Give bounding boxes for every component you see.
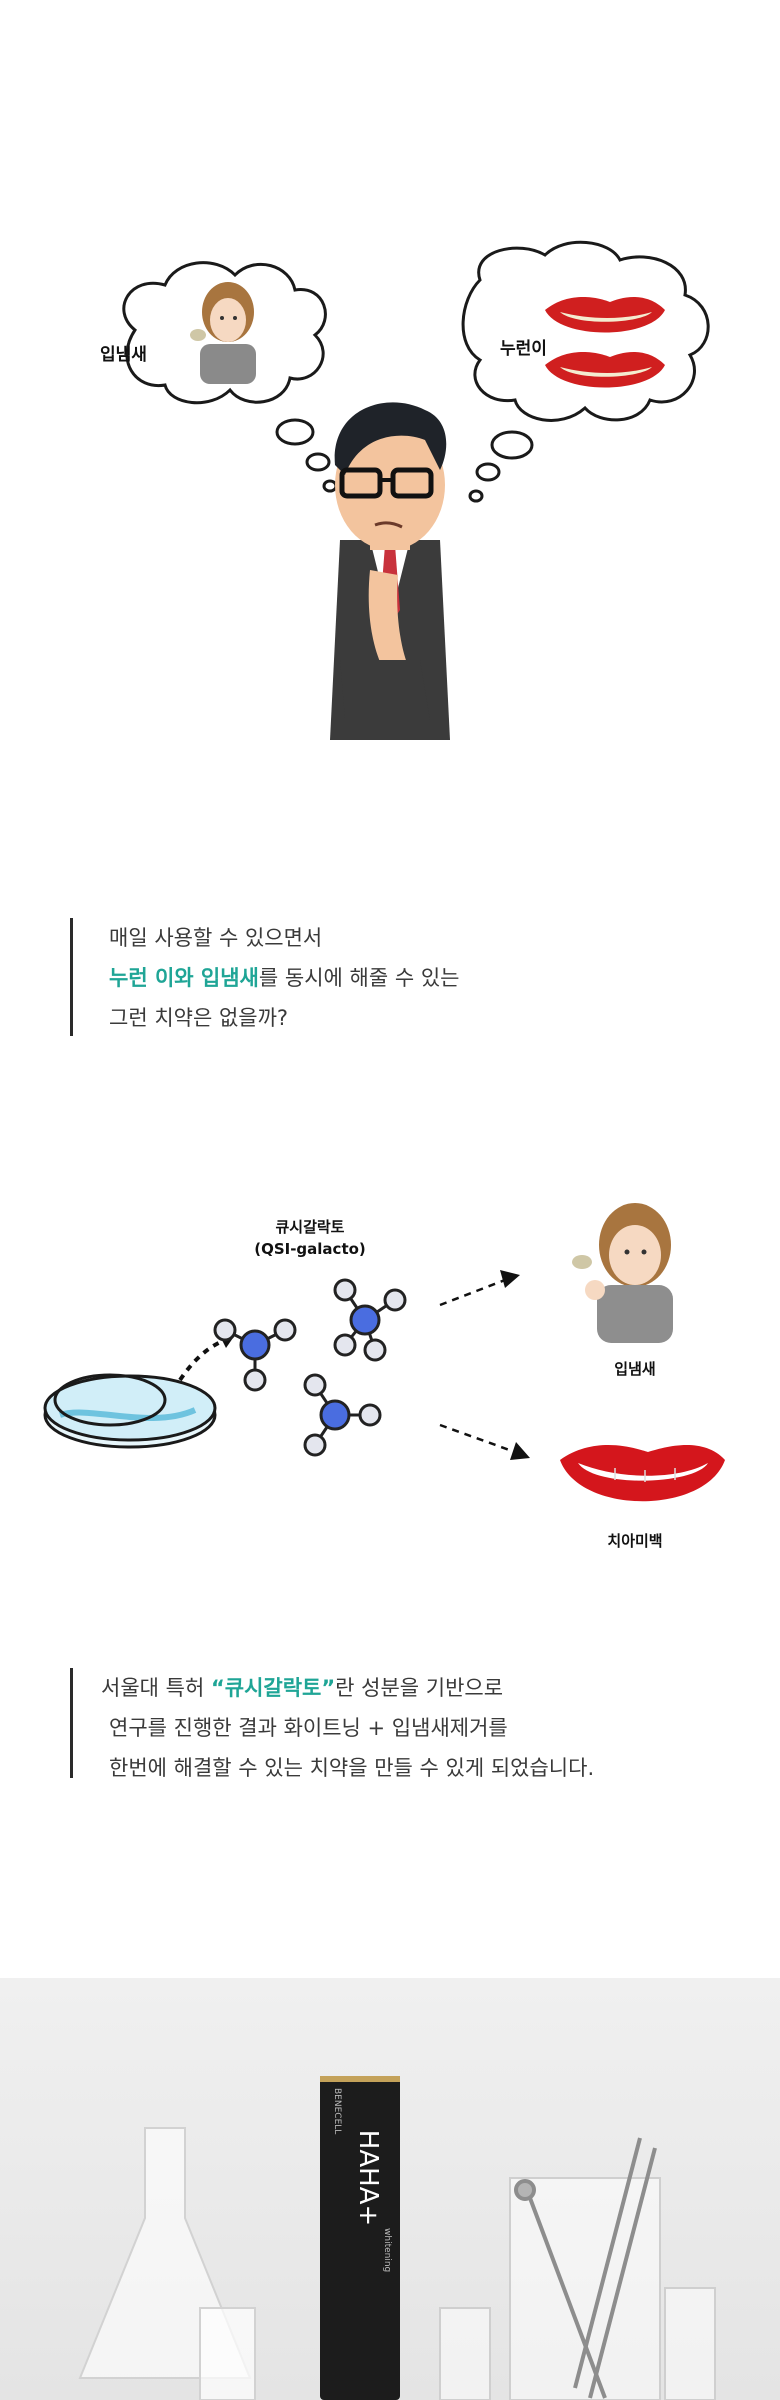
- product-brand-text: BENECELL: [332, 2088, 342, 2134]
- quote1-line2-rest: 를 동시에 해줄 수 있는: [258, 966, 460, 990]
- bubble-left-label: 입냄새: [100, 345, 147, 365]
- molecule-icon: [213, 1318, 297, 1392]
- molecule-icon: [303, 1373, 382, 1457]
- flask-icon: [78, 2127, 256, 2400]
- arrow-icon: [439, 1270, 520, 1307]
- quote2-line1: 서울대 특허 “큐시갈락토”란 성분을 기반으로: [101, 1668, 594, 1708]
- quote1-line2: 누런 이와 입냄새를 동시에 해줄 수 있는: [109, 958, 459, 998]
- compound-name-label: 큐시갈락토: [275, 1218, 345, 1236]
- quote1-line3: 그런 치약은 없을까?: [109, 1006, 289, 1030]
- quote-block-1: 매일 사용할 수 있으면서 누런 이와 입냄새를 동시에 해줄 수 있는 그런 …: [70, 918, 459, 1036]
- product-tag-text: whitening: [382, 2228, 392, 2272]
- molecule-icon: [333, 1278, 407, 1362]
- quote2-line1-post: 란 성분을 기반으로: [335, 1676, 504, 1700]
- compound-name-en-label: (QSI-galacto): [254, 1240, 366, 1258]
- yellow-teeth-lips-icon: [545, 352, 665, 388]
- arrow-icon: [439, 1423, 530, 1460]
- man-thinking-icon: [330, 402, 450, 740]
- result-whitening-label: 치아미백: [607, 1532, 663, 1550]
- thinking-man-illustration: [0, 240, 780, 760]
- quote1-highlight: 누런 이와 입냄새: [109, 966, 259, 990]
- compound-diagram: [0, 1190, 780, 1590]
- result-bad-breath-label: 입냄새: [614, 1360, 656, 1378]
- bubble-right-label: 누런이: [500, 339, 547, 359]
- quote2-line3: 한번에 해결할 수 있는 치약을 만들 수 있게 되었습니다.: [109, 1756, 595, 1780]
- woman-bad-breath-icon: [190, 282, 256, 384]
- yellow-teeth-lips-icon: [545, 297, 665, 333]
- quote-block-2: 서울대 특허 “큐시갈락토”란 성분을 기반으로 연구를 진행한 결과 화이트닝…: [70, 1668, 594, 1780]
- dental-tools-icon: [514, 2137, 657, 2399]
- woman-bad-breath-icon: [572, 1203, 673, 1343]
- quote1-line1: 매일 사용할 수 있으면서: [109, 926, 323, 950]
- beaker-icon: [439, 2177, 716, 2400]
- quote2-highlight: “큐시갈락토”: [210, 1676, 336, 1700]
- petri-dish-icon: [43, 1373, 217, 1449]
- quote2-line1-pre: 서울대 특허: [101, 1676, 211, 1700]
- product-photo: HAHA+ BENECELL whitening: [0, 1978, 780, 2400]
- quote2-line2: 연구를 진행한 결과 화이트닝 + 입냄새제거를: [109, 1716, 508, 1740]
- toothpaste-tube-icon: HAHA+ BENECELL whitening: [320, 2076, 400, 2400]
- product-name-text: HAHA+: [353, 2130, 383, 2226]
- white-teeth-lips-icon: [560, 1445, 725, 1502]
